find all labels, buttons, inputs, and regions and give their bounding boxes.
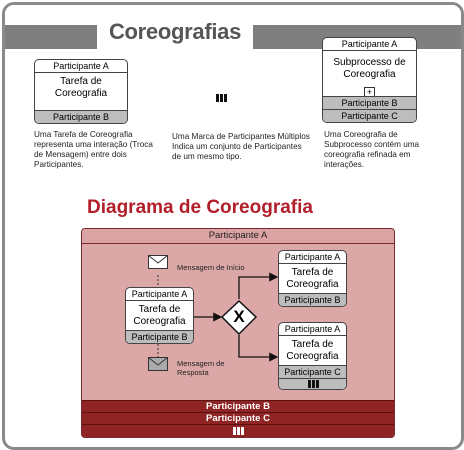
diagram-title: Diagrama de Coreografia [87,197,313,218]
subprocess-name: Subprocesso de Coreografia [333,57,406,80]
diagram-task-main: Participante A Tarefa de Coreografia Par… [125,287,194,344]
pool-bottom-participant-1: Participante B [82,400,394,413]
example-subprocess: Participante A Subprocesso de Coreografi… [322,37,417,123]
response-message-label: Mensagem de Resposta [177,359,225,377]
flow-gateway-to-upper [238,272,279,299]
flow-gateway-to-lower [238,335,279,362]
diagram-task-lower: Participante A Tarefa de Coreografia Par… [278,322,347,390]
exclusive-gateway [220,299,258,336]
example-task-name: Tarefa de Coreografia [54,76,108,99]
start-message-envelope-icon [148,255,168,269]
main-task-name: Tarefa de Coreografia [133,304,186,327]
pool-top-participant: Participante A [82,229,394,244]
upper-task-name: Tarefa de Coreografia [286,267,339,290]
example-task: Participante A Tarefa de Coreografia Par… [34,59,128,124]
lower-task-name: Tarefa de Coreografia [286,339,339,362]
main-task-bottom-participant: Participante B [126,330,193,343]
multi-marker-description: Uma Marca de Participantes Múltiplos Ind… [172,132,310,161]
subprocess-top-participant: Participante A [323,38,416,51]
upper-task-top-participant: Participante A [279,251,346,264]
subprocess-bottom-participant-2: Participante C [323,109,416,122]
response-message-envelope-icon [148,357,168,371]
page-title: Coreografias [97,13,253,51]
start-message-label: Mensagem de Início [177,263,245,272]
lower-task-multi-band [279,378,346,389]
subprocess-description: Uma Coreografia de Subprocesso contém um… [324,130,420,169]
pool-multi-marker-band [82,424,394,437]
example-task-top-participant: Participante A [35,60,127,73]
multi-participant-marker-icon [216,94,227,102]
pool-bottom-participant-2: Participante C [82,412,394,425]
diagram-task-upper: Participante A Tarefa de Coreografia Par… [278,250,347,307]
main-task-top-participant: Participante A [126,288,193,301]
sequence-flows [157,272,279,362]
example-task-description: Uma Tarefa de Coreografia representa uma… [34,130,153,169]
pool-multi-participant-marker-icon [233,427,244,435]
upper-task-bottom-participant: Participante B [279,293,346,306]
lower-task-bottom-participant: Participante C [279,365,346,378]
lower-task-multi-participant-marker-icon [308,380,319,388]
example-task-bottom-participant: Participante B [35,110,127,123]
subprocess-bottom-participant-1: Participante B [323,96,416,109]
gateway-x-icon: X [233,307,245,326]
lower-task-top-participant: Participante A [279,323,346,336]
